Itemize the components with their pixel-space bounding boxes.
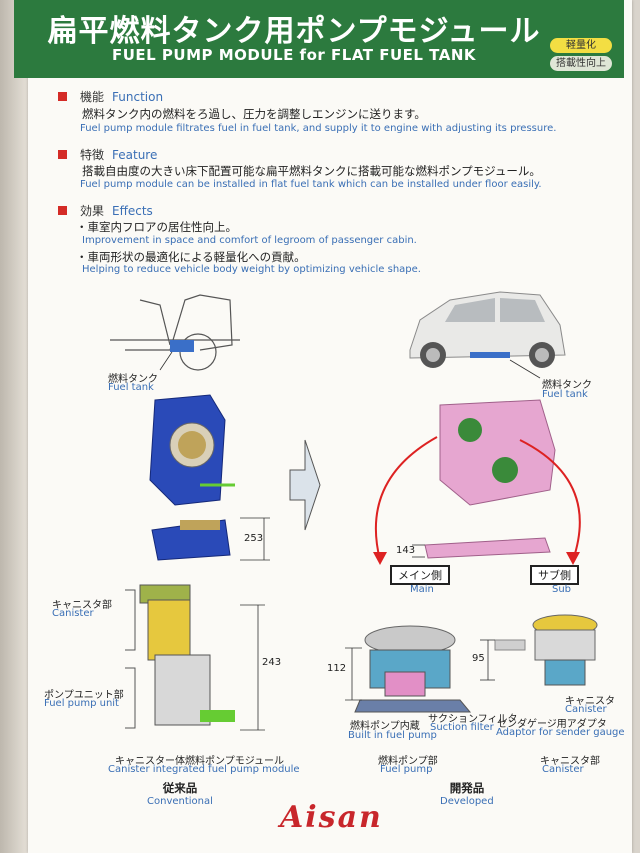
canister2-jp: キャニスタ (565, 696, 615, 707)
badge-mountability: 搭載性向上 (550, 56, 612, 71)
right-tank-label-en: Fuel tank (542, 389, 588, 400)
header-banner: 扁平燃料タンク用ポンプモジュール FUEL PUMP MODULE for FL… (14, 0, 624, 78)
bullet-square-icon (58, 206, 67, 215)
left-tank-marker (170, 340, 194, 352)
pump-unit-en: Fuel pump unit (44, 698, 119, 709)
conventional-module (125, 584, 235, 729)
feature-text-en: Fuel pump module can be installed in fla… (80, 179, 542, 190)
left-tank-label-jp: 燃料タンク (108, 374, 158, 385)
effects-item1-en: Improvement in space and comfort of legr… (82, 235, 417, 246)
suction-filter-jp: サクションフィルタ (428, 714, 518, 725)
poster-frame (0, 0, 28, 853)
dim-112: 112 (327, 663, 347, 674)
effects-item1-jp: ・車室内フロアの居住性向上。 (76, 220, 237, 234)
bullet-square-icon (58, 92, 67, 101)
dim-143: 143 (396, 545, 416, 556)
developed-title: 開発品 (449, 781, 485, 795)
car-seat-sketch (110, 294, 240, 371)
dim-243: 243 (262, 657, 282, 668)
aisan-logo: Aisan (280, 800, 383, 835)
adaptor-en: Adaptor for sender gauge (496, 727, 625, 738)
mid-caption-en: Fuel pump (380, 764, 433, 775)
effects-item2-en: Helping to reduce vehicle body weight by… (82, 264, 421, 275)
car-illustration (409, 291, 566, 368)
right-caption-jp: キャニスタ部 (540, 756, 600, 767)
main-side-label-en: Main (410, 584, 434, 595)
function-text-en: Fuel pump module filtrates fuel in fuel … (80, 123, 557, 134)
badge-lightweight: 軽量化 (550, 38, 612, 53)
right-tank-label-jp: 燃料タンク (542, 380, 592, 391)
developed-tank-side (424, 537, 551, 559)
right-caption-en: Canister (542, 764, 584, 775)
conventional-tank-side (151, 519, 231, 561)
developed-canister (494, 614, 598, 686)
effects-item2-jp: ・車両形状の最適化による軽量化への貢献。 (76, 250, 306, 264)
main-side-box: メイン側 (390, 565, 450, 585)
sub-side-box: サブ側 (530, 565, 579, 585)
suction-filter-en: Suction filter (430, 722, 494, 733)
builtin-pump-jp: 燃料ポンプ内蔵 (350, 721, 420, 732)
developed-fuel-pump (354, 625, 472, 713)
bullet-square-icon (58, 150, 67, 159)
conventional-title: 従来品 (162, 781, 198, 795)
function-text-jp: 燃料タンク内の燃料をろ過し、圧力を調整しエンジンに送ります。 (82, 107, 426, 121)
conventional-tank (149, 394, 235, 506)
left-caption-en: Canister integrated fuel pump module (108, 764, 300, 775)
conventional-label-en: Conventional (147, 796, 213, 807)
mid-caption-jp: 燃料ポンプ部 (378, 756, 438, 767)
adaptor-jp: センダゲージ用アダプタ (497, 719, 607, 730)
left-tank-label-en: Fuel tank (108, 382, 154, 393)
dim-95: 95 (472, 653, 485, 664)
pump-unit-jp: ポンプユニット部 (44, 690, 124, 701)
developed-tank (439, 399, 556, 506)
canister2-en: Canister (565, 704, 607, 715)
sub-side-label-en: Sub (552, 584, 572, 595)
canister-part-jp: キャニスタ部 (52, 600, 112, 611)
developed-label-en: Developed (440, 796, 494, 807)
sub-arrow (519, 439, 581, 561)
comparison-arrow (289, 439, 321, 531)
main-arrow (374, 436, 438, 561)
builtin-pump-en: Built in fuel pump (348, 730, 437, 741)
title-japanese: 扁平燃料タンク用ポンプモジュール (47, 14, 541, 49)
left-caption-jp: キャニスター体燃料ポンプモジュール (115, 756, 284, 767)
feature-text-jp: 搭載自由度の大きい床下配置可能な扁平燃料タンクに搭載可能な燃料ポンプモジュール。 (82, 164, 541, 178)
canister-part-en: Canister (52, 608, 94, 619)
dim-253: 253 (244, 533, 264, 544)
title-english: FUEL PUMP MODULE for FLAT FUEL TANK (111, 46, 477, 64)
